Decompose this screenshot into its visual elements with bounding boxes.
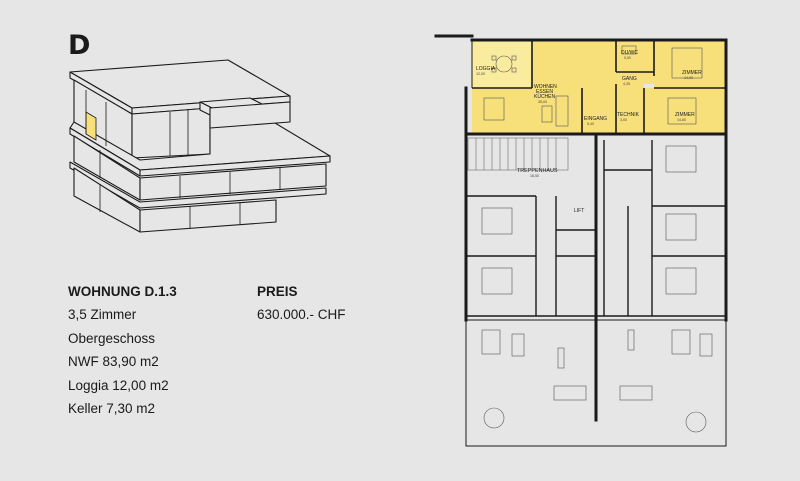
unit-loggia: Loggia 12,00 m2 [68, 377, 169, 393]
area-technik: 3,00 [620, 118, 627, 122]
price-block: PREIS 630.000.- CHF [257, 280, 346, 327]
area-eingang: 5,40 [587, 122, 594, 126]
price-label: PREIS [257, 284, 298, 299]
label-zimmer-2: ZIMMER [675, 112, 695, 118]
area-treppenhaus: 16,50 [530, 174, 539, 178]
building-isometric-diagram [69, 59, 331, 233]
label-du-wc: DU/WC [621, 50, 638, 56]
area-zimmer-2: 14,60 [677, 118, 686, 122]
area-zimmer-1: 14,00 [684, 76, 693, 80]
staircase [467, 137, 569, 171]
price-value: 630.000.- CHF [257, 307, 346, 323]
highlighted-apartment [472, 40, 726, 134]
iso-upper-wall-front [131, 107, 211, 159]
area-gang: 4,35 [623, 82, 630, 86]
area-du-wc: 5,50 [624, 56, 631, 60]
label-lift: LIFT [574, 208, 584, 214]
area-wohnen: 35,00 [538, 100, 547, 104]
unit-keller: Keller 7,30 m2 [68, 401, 156, 417]
label-treppenhaus: TREPPENHAUS [517, 168, 558, 174]
floor-plan: LOGGIA 12,00 WOHNEN ESSEN KÜCHEN 35,00 D… [434, 34, 728, 447]
label-loggia: LOGGIA [476, 66, 496, 72]
unit-info: WOHNUNG D.1.3 3,5 Zimmer Obergeschoss NW… [68, 280, 177, 420]
label-essen: ESSEN [536, 89, 553, 95]
label-kuechen: KÜCHEN [534, 93, 556, 100]
label-eingang: EINGANG [584, 116, 607, 122]
label-wohnen: WOHNEN [534, 84, 557, 90]
unit-nwf: NWF 83,90 m2 [68, 354, 159, 370]
label-zimmer-1: ZIMMER [682, 70, 702, 76]
room-labels: LOGGIA 12,00 WOHNEN ESSEN KÜCHEN 35,00 D… [476, 50, 702, 214]
label-technik: TECHNIK [617, 112, 640, 118]
unit-title: WOHNUNG D.1.3 [68, 284, 177, 299]
area-loggia: 12,00 [476, 72, 485, 76]
building-letter: D [68, 30, 91, 61]
label-gang: GANG [622, 76, 637, 82]
unit-rooms: 3,5 Zimmer [68, 307, 137, 323]
unit-floor: Obergeschoss [68, 330, 156, 346]
